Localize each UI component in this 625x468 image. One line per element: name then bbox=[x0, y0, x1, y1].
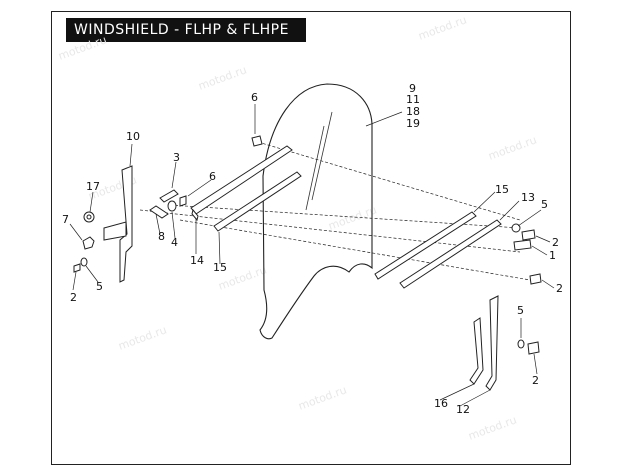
callout-16: 16 bbox=[434, 397, 448, 410]
callout-5-bottom: 5 bbox=[517, 304, 524, 317]
callout-6-top: 6 bbox=[251, 91, 258, 104]
callout-labels: 9 11 18 19 6 10 3 6 17 7 8 4 5 2 14 15 1… bbox=[62, 82, 563, 416]
front-strut-upper bbox=[374, 211, 477, 280]
washer-5a bbox=[80, 257, 88, 267]
mounting-bracket-10 bbox=[103, 165, 133, 283]
watermark-text: motod.ru bbox=[57, 33, 109, 62]
callout-2-left: 2 bbox=[70, 291, 77, 304]
diagram-frame bbox=[51, 11, 571, 465]
windshield-outline bbox=[259, 83, 373, 340]
callout-3: 3 bbox=[173, 151, 180, 164]
callout-13: 13 bbox=[521, 191, 535, 204]
rear-strut-right bbox=[213, 171, 302, 232]
callout-17: 17 bbox=[86, 180, 100, 193]
callout-8: 8 bbox=[158, 230, 165, 243]
rear-strut-left bbox=[190, 145, 293, 222]
callout-7: 7 bbox=[62, 213, 69, 226]
leader-lines bbox=[69, 104, 555, 407]
callout-12: 12 bbox=[456, 403, 470, 416]
watermark-text: motod.ru bbox=[487, 133, 539, 162]
lower-brace-16 bbox=[469, 317, 484, 385]
callout-5-left: 5 bbox=[96, 280, 103, 293]
hardware bbox=[73, 135, 542, 355]
callout-15-right: 15 bbox=[495, 183, 509, 196]
windshield-highlight bbox=[311, 111, 333, 201]
callout-15-left: 15 bbox=[213, 261, 227, 274]
watermark-text: motod.ru bbox=[417, 13, 469, 42]
nut-6b bbox=[179, 195, 187, 207]
spacer-8 bbox=[149, 205, 169, 219]
callout-11: 11 bbox=[406, 93, 420, 106]
callout-5-right: 5 bbox=[541, 198, 548, 211]
watermark-text: motod.ru bbox=[297, 383, 349, 412]
callout-9: 9 bbox=[409, 82, 416, 95]
nut-7 bbox=[82, 236, 95, 250]
callout-2-right-top: 2 bbox=[552, 236, 559, 249]
screw-2a bbox=[73, 263, 81, 273]
washer-5c bbox=[517, 339, 525, 349]
front-strut-lower bbox=[399, 219, 502, 289]
watermark-text: motod.ru bbox=[467, 413, 519, 442]
screw-2d bbox=[527, 341, 540, 355]
callout-1: 1 bbox=[549, 249, 556, 262]
callout-14: 14 bbox=[190, 254, 204, 267]
diagram-title: WINDSHIELD - FLHP & FLHPE bbox=[66, 18, 306, 42]
callout-10: 10 bbox=[126, 130, 140, 143]
screw-2c bbox=[529, 273, 542, 285]
lower-brace-12 bbox=[485, 295, 499, 391]
callout-19: 19 bbox=[406, 117, 420, 130]
callout-2-bottom: 2 bbox=[532, 374, 539, 387]
watermark-text: motod.ru bbox=[197, 63, 249, 92]
watermark-text: motod.ru bbox=[117, 323, 169, 352]
callout-18: 18 bbox=[406, 105, 420, 118]
callout-6-left: 6 bbox=[209, 170, 216, 183]
screw-2b bbox=[521, 229, 536, 241]
nut-6a bbox=[251, 135, 263, 147]
windshield-highlight bbox=[305, 125, 325, 211]
callout-4: 4 bbox=[171, 236, 178, 249]
screw-1 bbox=[513, 239, 532, 251]
bolt-3 bbox=[159, 189, 179, 203]
callout-2-right-mid: 2 bbox=[556, 282, 563, 295]
washer-4 bbox=[167, 200, 177, 212]
